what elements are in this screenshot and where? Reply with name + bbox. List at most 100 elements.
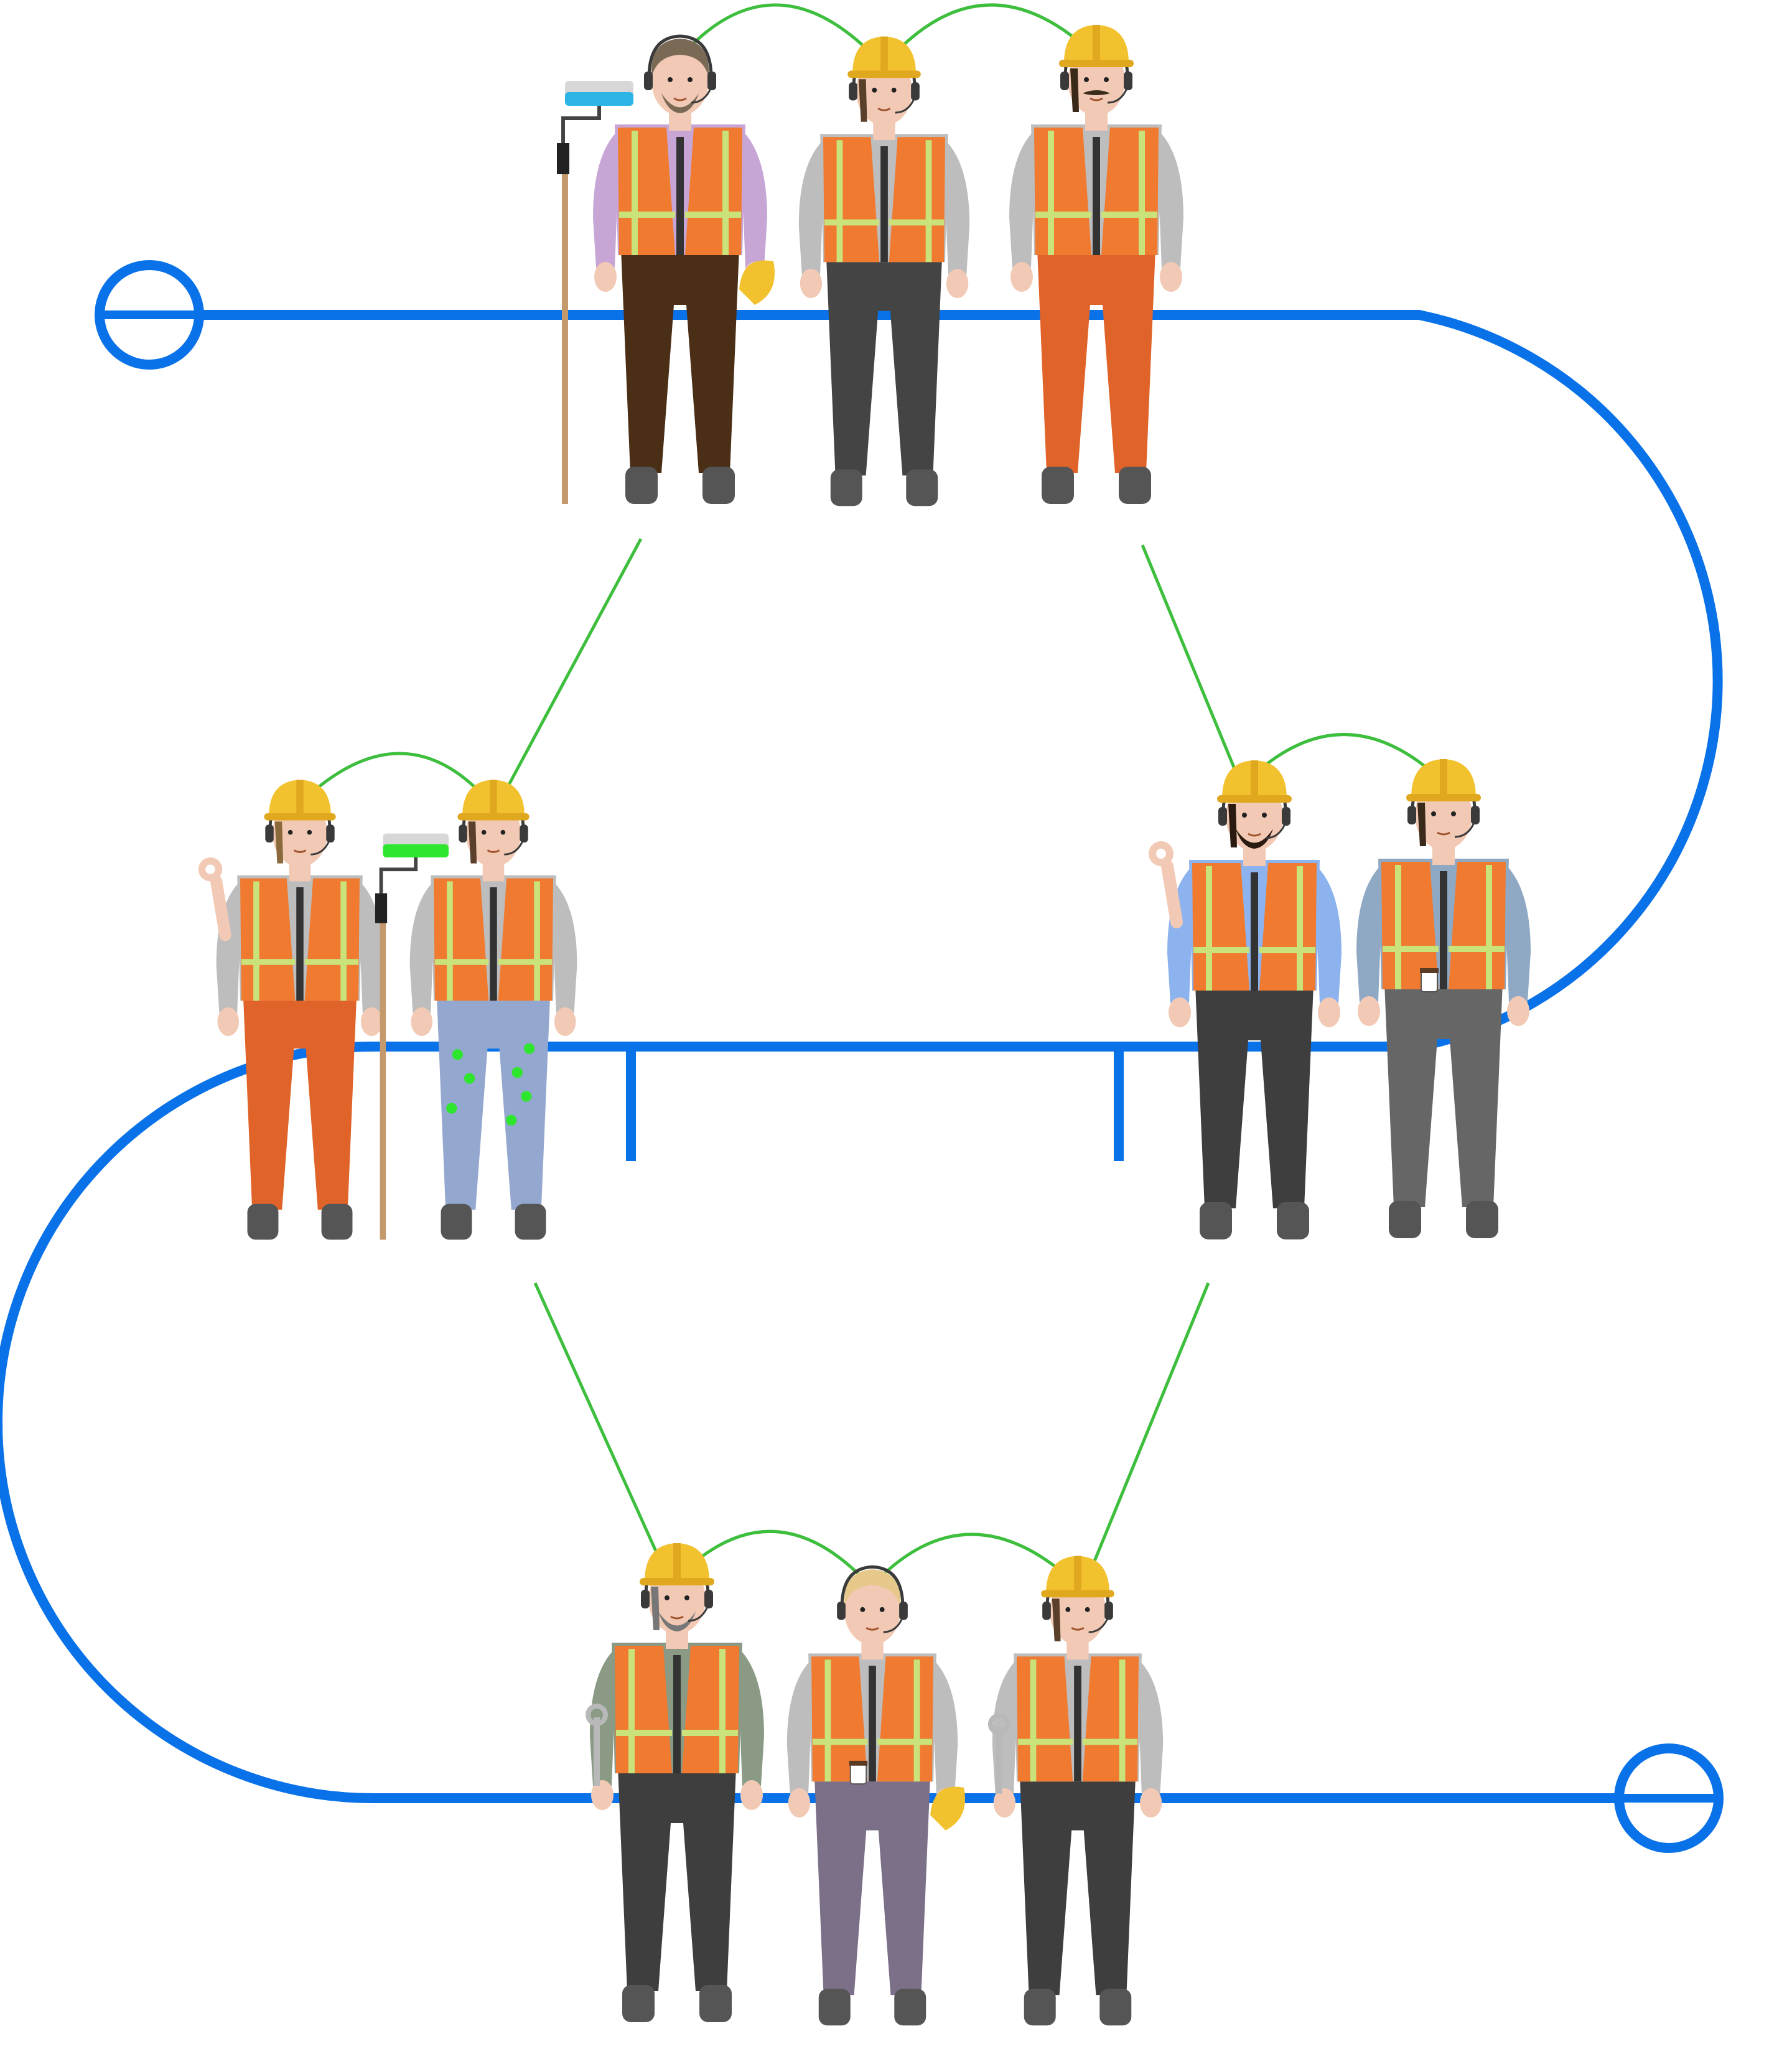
headset-cup xyxy=(911,82,920,101)
right-arm xyxy=(742,131,767,268)
hair xyxy=(274,821,284,864)
headset-mic xyxy=(895,97,916,114)
eye xyxy=(891,87,897,93)
headset-cup xyxy=(326,824,335,842)
eye xyxy=(1262,813,1267,818)
eye xyxy=(1431,811,1436,816)
worker-figure xyxy=(1149,760,1342,1239)
link-arc xyxy=(900,3,1087,49)
connection-links xyxy=(305,3,1441,1578)
boot xyxy=(830,469,862,506)
worker-group-middle-right xyxy=(1149,759,1531,1239)
boot xyxy=(441,1203,472,1240)
mouth xyxy=(1071,1626,1085,1631)
paint-splatter xyxy=(523,1043,535,1054)
vest-right xyxy=(1082,1656,1139,1782)
headset-cup xyxy=(707,72,716,90)
right-arm xyxy=(553,881,577,1013)
left-arm xyxy=(593,131,618,268)
roller-frame xyxy=(561,106,601,143)
boot xyxy=(321,1203,353,1240)
headset-cup xyxy=(644,72,653,90)
reflective-band xyxy=(619,212,675,218)
mouth xyxy=(670,1615,684,1620)
headset-mic xyxy=(691,86,712,104)
roller-pole xyxy=(380,917,386,1240)
hardhat-brim xyxy=(264,813,336,821)
link-arc xyxy=(305,752,487,799)
boot xyxy=(1042,467,1074,504)
hardhat-ridge xyxy=(1074,1556,1081,1592)
headset-cup xyxy=(1282,807,1290,826)
right-arm xyxy=(739,1649,764,1786)
boot xyxy=(699,1985,732,2022)
wrench-head xyxy=(987,1713,1010,1735)
worker-figure xyxy=(198,780,384,1240)
hair xyxy=(1052,1598,1061,1641)
right-arm xyxy=(945,140,970,274)
boot xyxy=(515,1203,546,1240)
headset-mic xyxy=(883,1617,904,1633)
hand xyxy=(360,1007,383,1037)
hand xyxy=(554,1007,576,1037)
eye xyxy=(668,77,673,82)
reflective-band xyxy=(1383,946,1439,952)
hair xyxy=(468,821,477,864)
vest-zip xyxy=(869,1666,876,1782)
headset-cup xyxy=(641,1590,650,1608)
link-arc xyxy=(689,1529,860,1575)
headset-cup xyxy=(1471,806,1480,824)
headset-cup xyxy=(899,1602,908,1620)
hardhat-brim xyxy=(1059,60,1134,67)
headset-mic xyxy=(1265,822,1287,839)
reflective-stripe xyxy=(1119,1659,1126,1782)
paint-splatter xyxy=(506,1114,517,1126)
paint-splatter xyxy=(511,1066,523,1078)
beard xyxy=(658,1612,696,1631)
paint-splatter xyxy=(452,1049,464,1060)
vest-left xyxy=(615,1646,672,1773)
reflective-band xyxy=(1101,212,1157,218)
mouth xyxy=(1248,833,1261,837)
vest-left xyxy=(823,137,880,263)
roller-frame xyxy=(379,857,418,894)
headset-cup xyxy=(1042,1602,1051,1620)
boot xyxy=(1389,1201,1421,1238)
vest-zip xyxy=(673,1655,681,1773)
paint-splatter xyxy=(446,1103,457,1114)
eye xyxy=(684,1595,689,1600)
hardhat-ridge xyxy=(490,780,497,814)
reflective-band xyxy=(877,1738,933,1745)
link-arc xyxy=(1249,733,1441,780)
headset-mic xyxy=(504,839,525,856)
coffee-lid xyxy=(1420,968,1439,973)
reflective-stripe xyxy=(628,1649,635,1773)
pants xyxy=(1019,1775,1136,1995)
raised-forearm xyxy=(210,875,231,941)
worker-group-bottom xyxy=(586,1543,1164,2026)
pants xyxy=(618,1767,736,1991)
worker-figure xyxy=(586,1543,764,2022)
reflective-stripe xyxy=(632,131,638,255)
boot xyxy=(1119,467,1151,504)
headset-band xyxy=(840,1565,905,1608)
reflective-band xyxy=(889,219,945,226)
pants xyxy=(1037,249,1155,473)
pants xyxy=(243,994,357,1210)
reflective-band xyxy=(616,1730,672,1736)
link-arc xyxy=(882,1533,1069,1578)
headset-mic xyxy=(1088,1617,1109,1633)
right-arm xyxy=(933,1659,958,1794)
mustache xyxy=(1083,90,1110,95)
ok-hand-gap xyxy=(1156,849,1166,859)
roller-paint xyxy=(383,844,449,857)
held-hardhat-icon xyxy=(930,1786,965,1831)
pants xyxy=(1195,984,1314,1208)
hair xyxy=(1228,804,1237,847)
mouth xyxy=(487,849,500,853)
headset-cup xyxy=(849,82,857,101)
right-arm xyxy=(1317,866,1342,1003)
roller-grip xyxy=(557,143,569,174)
wrench-icon xyxy=(996,1727,1002,1794)
reflective-stripe xyxy=(1297,866,1303,991)
